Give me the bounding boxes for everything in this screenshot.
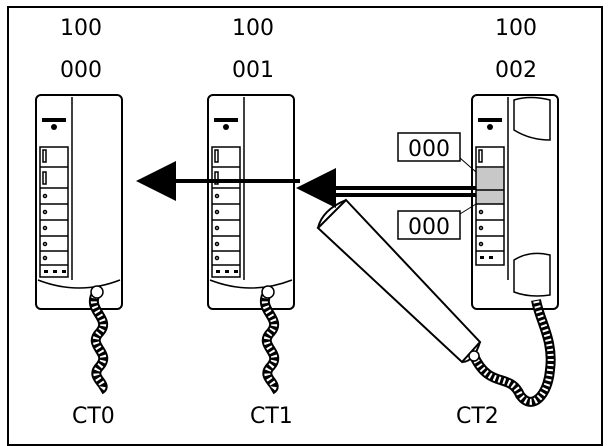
ct2-phone: [471, 94, 559, 310]
ct2-top-code: 100: [495, 16, 537, 41]
ct0-name: CT0: [72, 404, 115, 429]
ct2-cord: [469, 298, 556, 407]
ct2-highlight-lower: [476, 190, 504, 204]
ct1-bottom-code: 001: [232, 58, 274, 83]
ct1-top-code: 100: [232, 16, 274, 41]
ct2-logo-icon: [478, 118, 502, 130]
ct1-key-panel: [211, 146, 241, 278]
callout-lower: 000: [397, 203, 477, 240]
ct0-key-panel: [39, 146, 69, 278]
ct2-name: CT2: [456, 404, 499, 429]
ct1-phone: [207, 94, 295, 310]
ct1-name: CT1: [250, 404, 293, 429]
intercom-diagram: 000 000: [35, 94, 559, 407]
callout-upper: 000: [397, 132, 477, 173]
ct0-logo-icon: [42, 118, 66, 130]
ct1-logo-icon: [214, 118, 238, 130]
callout-upper-text: 000: [408, 137, 450, 162]
ct2-bottom-code: 002: [495, 58, 537, 83]
ct0-top-code: 100: [60, 16, 102, 41]
callout-lower-text: 000: [408, 215, 450, 240]
ct2-highlight-upper: [476, 168, 504, 190]
ct2-key-panel: [475, 146, 505, 266]
ct0-phone: [35, 94, 123, 310]
ct0-bottom-code: 000: [60, 58, 102, 83]
